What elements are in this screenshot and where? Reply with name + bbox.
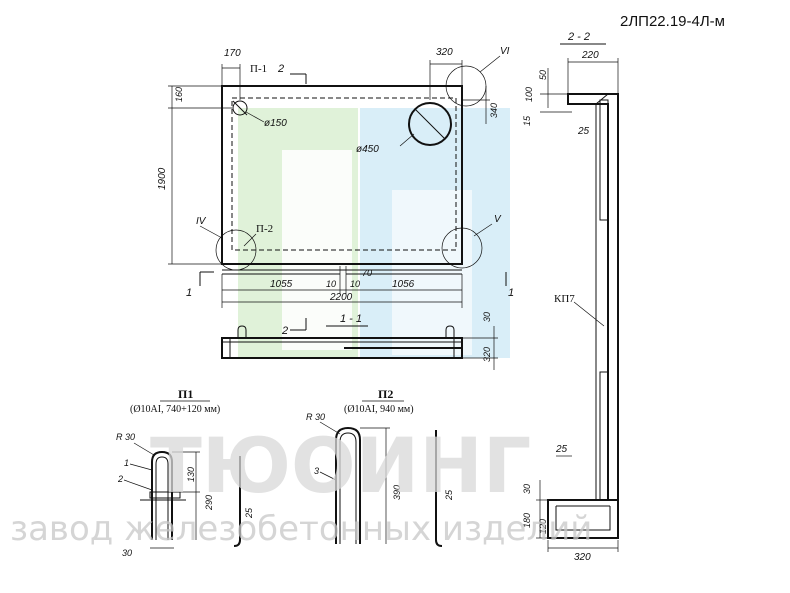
dim-320-bottom: 320: [574, 552, 591, 563]
label-hole-450: ø450: [356, 144, 379, 155]
p1-dim-130: 130: [186, 467, 196, 482]
dim-320: 320: [436, 47, 453, 58]
watermark-logo: [238, 108, 510, 358]
dim-30: 30: [522, 484, 532, 494]
detail-p2: П2 (Ø10AI, 940 мм) R 30 3 390 25: [306, 387, 454, 547]
label-hole-150: ø150: [264, 118, 287, 129]
p2-dim-25: 25: [444, 489, 454, 501]
p2-radius: R 30: [306, 412, 325, 422]
dim-10-b: 10: [350, 279, 360, 289]
label-p1: П-1: [250, 63, 267, 75]
dim-30-side: 30: [482, 312, 492, 322]
dim-1900: 1900: [157, 167, 168, 190]
mark-iv: IV: [196, 216, 207, 227]
dim-2200: 2200: [329, 292, 353, 303]
mark-vi: VI: [500, 46, 510, 57]
watermark-tagline: завод железобетонных изделий: [10, 509, 592, 549]
sheet-title: 2ЛП22.19-4Л-м: [620, 13, 725, 30]
dim-120: 120: [538, 519, 548, 534]
p1-title: П1: [178, 387, 193, 401]
p2-dim-390: 390: [392, 485, 402, 500]
section-mark-2-bottom: 2: [281, 325, 288, 337]
label-kp7: КП7: [554, 293, 575, 305]
dim-340: 340: [489, 103, 499, 118]
watermark: ТЮОИНГ завод железобетонных изделий: [10, 421, 592, 549]
p1-dim-30: 30: [122, 548, 132, 558]
p1-spec: (Ø10AI, 740+120 мм): [130, 404, 220, 415]
dim-100: 100: [524, 87, 534, 102]
p1-callout-1: 1: [124, 458, 129, 468]
dim-160: 160: [174, 87, 184, 102]
label-p2: П-2: [256, 223, 273, 235]
dim-180: 180: [522, 513, 532, 528]
p2-title: П2: [378, 387, 393, 401]
dim-1055: 1055: [270, 279, 293, 290]
dim-320-side: 320: [482, 347, 492, 362]
section-2-2-view: 2 - 2 220 50 100 15 25 КП7 25 30 180 120: [522, 31, 619, 563]
p1-callout-2: 2: [117, 474, 123, 484]
section-mark-1-left: 1: [186, 287, 192, 299]
dim-50: 50: [538, 70, 548, 80]
dim-1056: 1056: [392, 279, 415, 290]
dim-25-bottom: 25: [555, 444, 568, 455]
p1-dim-290: 290: [204, 495, 214, 511]
plan-view: 170 320 П-1 2 160 1900 340 ø150 ø450 VI …: [157, 46, 514, 308]
watermark-brand: ТЮОИНГ: [150, 421, 531, 510]
dim-15: 15: [522, 115, 532, 126]
section-1-1-view: 1 - 1 2 30 320: [221, 312, 498, 370]
p2-spec: (Ø10AI, 940 мм): [344, 404, 414, 415]
dim-10-a: 10: [326, 279, 336, 289]
section-mark-2-top: 2: [277, 63, 284, 75]
section-mark-1-right: 1: [508, 287, 514, 299]
section-2-2-label: 2 - 2: [567, 31, 590, 43]
dim-170: 170: [224, 48, 241, 59]
hole-large-icon: [408, 102, 452, 146]
detail-p1: П1 (Ø10AI, 740+120 мм) R 30 1 2 130 290 …: [116, 387, 254, 558]
mark-v: V: [494, 214, 502, 225]
section-1-1-label: 1 - 1: [340, 313, 362, 325]
dim-220: 220: [581, 50, 599, 61]
p1-dim-25: 25: [244, 507, 254, 519]
hole-small-icon: [232, 100, 248, 116]
detail-circle-iv: [215, 229, 257, 271]
dim-25-top: 25: [577, 126, 590, 137]
detail-circle-v: [441, 227, 483, 269]
dim-70: 70: [362, 268, 372, 278]
p1-radius: R 30: [116, 432, 135, 442]
p2-callout-3: 3: [314, 466, 319, 476]
